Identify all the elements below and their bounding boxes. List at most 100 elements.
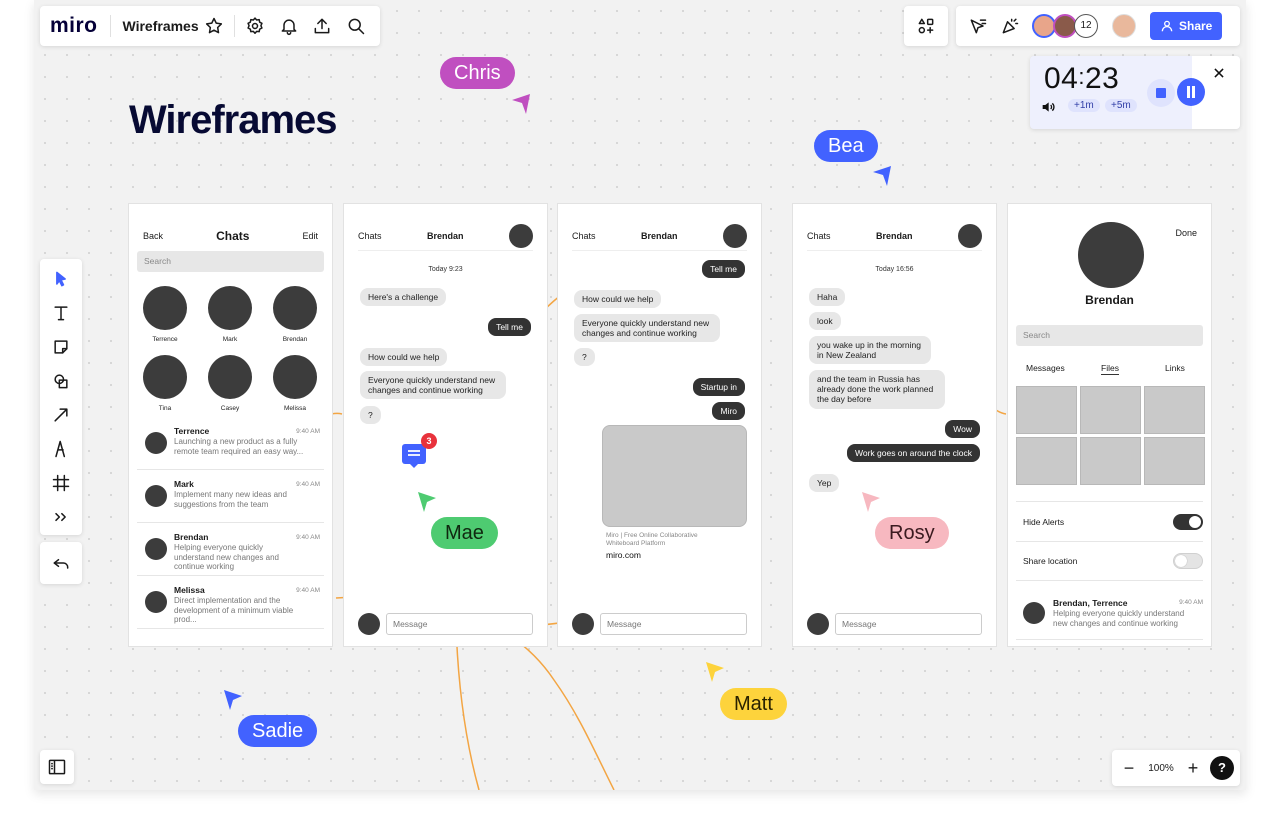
wireframe-chat-1[interactable]: Chats Brendan Today 9:23 Here's a challe…: [343, 203, 548, 647]
chat-time: 9:40 AM: [296, 534, 320, 541]
file-thumbnail[interactable]: [1016, 386, 1077, 434]
search-input[interactable]: Search: [137, 251, 324, 272]
help-button[interactable]: ?: [1210, 756, 1234, 780]
avatar-label: Terrence: [152, 336, 178, 343]
pause-button[interactable]: [1177, 78, 1205, 106]
avatar[interactable]: [273, 286, 317, 330]
zoom-level[interactable]: 100%: [1148, 762, 1174, 774]
collaborator-count[interactable]: 12: [1074, 14, 1098, 38]
avatar[interactable]: [1112, 14, 1136, 38]
add-5m-button[interactable]: +5m: [1105, 99, 1137, 112]
stop-button[interactable]: [1147, 79, 1175, 107]
upload-icon[interactable]: [309, 12, 337, 40]
file-thumbnail[interactable]: [1080, 437, 1141, 485]
cursor-label-mae: Mae: [431, 517, 498, 549]
wireframe-profile[interactable]: Done Brendan Search Messages Files Links…: [1007, 203, 1212, 647]
tool-pen[interactable]: [40, 432, 82, 466]
avatar[interactable]: [273, 355, 317, 399]
list-item[interactable]: Brendan 9:40 AM Helping everyone quickly…: [137, 524, 324, 576]
message-bubble: you wake up in the morning in New Zealan…: [809, 336, 931, 365]
tab-files[interactable]: Files: [1101, 363, 1119, 375]
search-icon[interactable]: [342, 12, 370, 40]
tab-links[interactable]: Links: [1165, 363, 1185, 373]
cursor-label-sadie: Sadie: [238, 715, 318, 747]
bell-icon[interactable]: [275, 12, 303, 40]
back-link[interactable]: Back: [143, 231, 164, 241]
edit-link[interactable]: Edit: [302, 231, 318, 241]
chat-name: Melissa: [174, 585, 205, 595]
wireframe-chat-2[interactable]: Chats Brendan Tell me How could we help …: [557, 203, 762, 647]
message-bubble: and the team in Russia has already done …: [809, 370, 945, 409]
close-icon[interactable]: [1212, 66, 1226, 80]
sidebar-icon: [48, 759, 66, 775]
done-link[interactable]: Done: [1175, 228, 1197, 238]
back-link[interactable]: Chats: [807, 231, 831, 241]
miro-logo[interactable]: miro: [50, 14, 98, 37]
message-input[interactable]: Message: [835, 613, 982, 635]
frames-panel-button[interactable]: [40, 750, 74, 784]
avatar[interactable]: [723, 224, 747, 248]
chat-time: 9:40 AM: [296, 481, 320, 488]
undo-icon[interactable]: [51, 553, 71, 573]
avatar[interactable]: [143, 355, 187, 399]
message-bubble: Startup in: [692, 378, 745, 397]
file-thumbnail[interactable]: [1080, 386, 1141, 434]
share-button[interactable]: Share: [1150, 12, 1223, 40]
tool-sticky-note[interactable]: [40, 330, 82, 364]
back-link[interactable]: Chats: [358, 231, 382, 241]
list-item[interactable]: Brendan, Terrence 9:40 AM Helping everyo…: [1016, 590, 1203, 640]
comment-icon[interactable]: [402, 444, 426, 468]
tool-text[interactable]: [40, 296, 82, 330]
tab-messages[interactable]: Messages: [1026, 363, 1065, 373]
link-preview-image[interactable]: [602, 425, 747, 527]
message-input[interactable]: Message: [600, 613, 747, 635]
avatar[interactable]: [958, 224, 982, 248]
zoom-controls: − 100% + ?: [1112, 750, 1240, 786]
cursor-label-chris: Chris: [440, 57, 515, 89]
list-item[interactable]: Terrence 9:40 AM Launching a new product…: [137, 418, 324, 470]
shapes-icon: [54, 374, 68, 389]
share-location-toggle[interactable]: [1173, 553, 1203, 569]
list-item[interactable]: Melissa 9:40 AM Direct implementation an…: [137, 577, 324, 629]
tool-select[interactable]: [40, 262, 82, 296]
cursor-arrow-bea: [873, 166, 891, 186]
wireframe-chats-list[interactable]: Back Chats Edit Search Terrence Mark Bre…: [128, 203, 333, 647]
link-url[interactable]: miro.com: [606, 550, 641, 560]
frame-title: Brendan: [427, 231, 464, 241]
add-1m-button[interactable]: +1m: [1068, 99, 1100, 112]
tool-connector[interactable]: [40, 398, 82, 432]
avatar[interactable]: [208, 286, 252, 330]
avatar[interactable]: [509, 224, 533, 248]
cursor-arrow-chris: [512, 94, 530, 114]
board-canvas[interactable]: Wireframes Back Chats Edit Search Terren…: [34, 0, 1246, 790]
zoom-out-button[interactable]: −: [1123, 757, 1135, 778]
list-item[interactable]: Mark 9:40 AM Implement many new ideas an…: [137, 471, 324, 523]
file-thumbnail[interactable]: [1144, 386, 1205, 434]
back-link[interactable]: Chats: [572, 231, 596, 241]
collaborator-avatars[interactable]: 12: [1032, 12, 1102, 40]
chat-preview: Helping everyone quickly understand new …: [174, 543, 279, 572]
tool-frame[interactable]: [40, 466, 82, 500]
wireframe-chat-3[interactable]: Chats Brendan Today 16:56 Haha look you …: [792, 203, 997, 647]
file-thumbnail[interactable]: [1144, 437, 1205, 485]
file-thumbnail[interactable]: [1016, 437, 1077, 485]
timer-seconds: 23: [1085, 62, 1120, 95]
tool-shapes[interactable]: [40, 364, 82, 398]
gear-icon[interactable]: [241, 12, 269, 40]
avatar-label: Casey: [220, 405, 240, 412]
star-icon[interactable]: [201, 12, 229, 40]
volume-icon[interactable]: [1040, 99, 1056, 115]
cursor-visibility-icon[interactable]: [964, 12, 992, 40]
chat-name: Terrence: [174, 426, 210, 436]
zoom-in-button[interactable]: +: [1187, 757, 1199, 778]
celebrate-icon[interactable]: [996, 12, 1024, 40]
tool-more[interactable]: [40, 500, 82, 534]
avatar[interactable]: [208, 355, 252, 399]
apps-icon[interactable]: [912, 12, 940, 40]
message-input[interactable]: Message: [386, 613, 533, 635]
hide-alerts-toggle[interactable]: [1173, 514, 1203, 530]
avatar[interactable]: [143, 286, 187, 330]
share-location-label: Share location: [1023, 556, 1078, 566]
board-title[interactable]: Wireframes: [122, 18, 199, 34]
search-input[interactable]: Search: [1016, 325, 1203, 346]
